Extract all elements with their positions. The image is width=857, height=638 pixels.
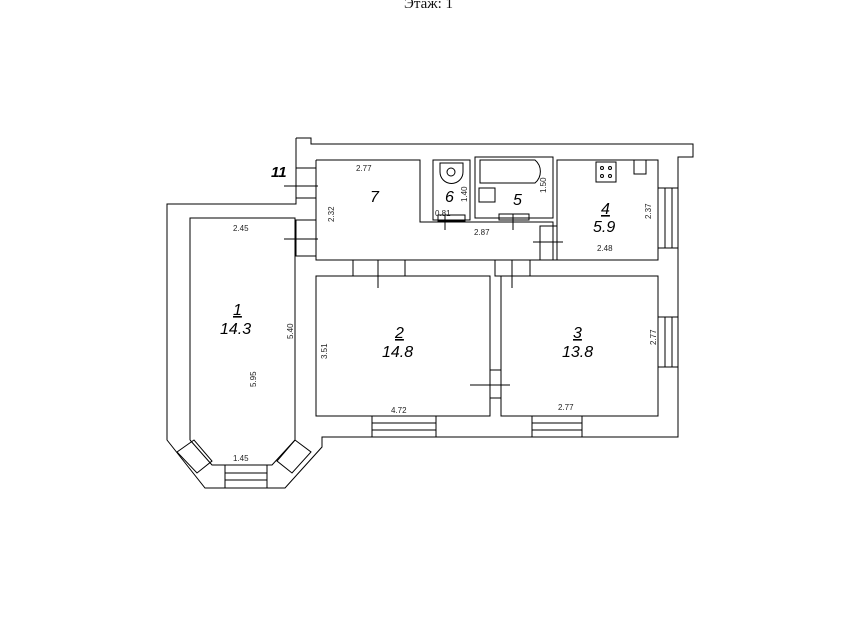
room-6-number: 6 <box>445 189 454 206</box>
room-4-number: 4 <box>601 201 610 218</box>
room-1-outline <box>189 217 296 466</box>
dim-r1-top: 2.45 <box>233 224 249 233</box>
room-5-number: 5 <box>513 192 522 209</box>
dim-r1-right: 5.40 <box>286 323 295 339</box>
room-4-area: 5.9 <box>593 219 615 236</box>
dim-r7-left: 2.32 <box>327 206 336 222</box>
dim-r4-right: 2.37 <box>644 203 653 219</box>
dim-r2-bottom: 4.72 <box>391 406 407 415</box>
dim-r3-bottom: 2.77 <box>558 403 574 412</box>
dim-r7-top: 2.77 <box>356 164 372 173</box>
dim-r5-height: 1.50 <box>539 177 548 193</box>
room-1-number: 1 <box>233 302 242 319</box>
room-7-outline <box>315 159 554 261</box>
room-3-area: 13.8 <box>562 344 593 361</box>
entrance-label: 11 <box>271 164 287 181</box>
dim-r3-right: 2.77 <box>649 329 658 345</box>
room-5-outline <box>474 156 554 219</box>
dim-r1-center: 5.95 <box>249 371 258 387</box>
room-2-number: 2 <box>394 325 404 342</box>
dim-corridor: 2.87 <box>474 228 490 237</box>
room-7-number: 7 <box>370 189 380 206</box>
dim-r4-bottom: 2.48 <box>597 244 613 253</box>
room-1-area: 14.3 <box>220 321 251 338</box>
kitchen-sink-icon <box>633 159 647 175</box>
floor-title: Этаж: 1 <box>403 0 454 12</box>
room-3-number: 3 <box>573 325 582 342</box>
dim-r1-bay: 1.45 <box>233 454 249 463</box>
toilet-icon <box>439 162 464 184</box>
windows <box>176 187 679 489</box>
room-2-area: 14.8 <box>382 344 413 361</box>
bathtub-icon <box>479 159 541 184</box>
room-6-outline <box>432 159 471 221</box>
stove-icon <box>595 161 617 183</box>
dim-r6-width: 0.81 <box>435 209 451 218</box>
dim-r6-height: 1.40 <box>460 186 469 202</box>
outer-wall <box>166 137 694 489</box>
doors <box>284 167 563 399</box>
sink-icon <box>478 187 496 203</box>
dim-r2-left: 3.51 <box>320 343 329 359</box>
